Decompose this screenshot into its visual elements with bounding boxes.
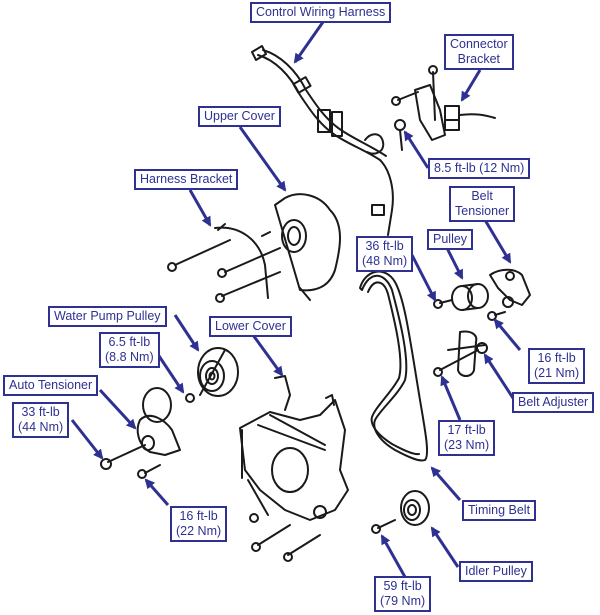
leader-torque-6-5 [153, 349, 185, 394]
label-idler-pulley: Idler Pulley [459, 561, 533, 582]
leader-torque-33 [70, 419, 104, 460]
label-auto-tensioner: Auto Tensioner [3, 375, 99, 396]
leader-torque-36 [410, 254, 437, 302]
leader-pulley [444, 245, 464, 280]
label-harness-bracket: Harness Bracket [134, 169, 239, 190]
label-control-wiring-harness: Control Wiring Harness [250, 2, 392, 23]
label-text: Belt Adjuster [518, 395, 589, 409]
label-torque-17: 17 ft-lb (23 Nm) [438, 420, 496, 456]
label-text-line2: (44 Nm) [18, 420, 64, 434]
timing-belt-part [359, 270, 429, 462]
label-text-line2: Tensioner [455, 204, 510, 218]
label-torque-36: 36 ft-lb (48 Nm) [356, 236, 414, 272]
label-text-line2: (23 Nm) [444, 438, 490, 452]
label-text-line2: Bracket [457, 52, 501, 66]
leader-torque-16-21 [493, 318, 522, 351]
label-pulley: Pulley [427, 229, 474, 250]
leader-belt-adjuster [483, 353, 515, 399]
label-text-line2: (22 Nm) [176, 524, 222, 538]
label-torque-59: 59 ft-lb (79 Nm) [374, 576, 432, 612]
leader-torque-8-5 [403, 130, 430, 169]
harness-bracket-part [167, 223, 281, 303]
belt-tensioner-part [487, 268, 531, 321]
label-text-line1: 59 ft-lb [383, 579, 422, 593]
idler-pulley-part [371, 490, 430, 534]
label-connector-bracket: Connector Bracket [444, 34, 514, 70]
pulley-part [433, 283, 489, 311]
leader-belt-tensioner [483, 219, 512, 264]
leader-torque-16-22 [144, 478, 170, 506]
label-text-line1: Connector [450, 37, 508, 51]
leader-timing-belt [430, 466, 462, 501]
label-text-line2: (21 Nm) [534, 366, 580, 380]
label-text: Lower Cover [215, 319, 286, 333]
label-belt-adjuster: Belt Adjuster [512, 392, 595, 413]
leader-lower-cover [251, 334, 284, 377]
control-wiring-harness-part [251, 45, 406, 236]
leader-torque-59 [380, 534, 407, 578]
label-text-line2: (48 Nm) [362, 254, 408, 268]
auto-tensioner-part [100, 387, 181, 479]
label-text-line1: 16 ft-lb [179, 509, 218, 523]
label-text: Auto Tensioner [9, 378, 93, 392]
leader-auto-tensioner [98, 388, 137, 430]
water-pump-pulley-part [185, 347, 239, 403]
leader-upper-cover [238, 126, 287, 192]
label-text-line1: 16 ft-lb [537, 351, 576, 365]
label-text: Control Wiring Harness [256, 5, 386, 19]
label-text: 8.5 ft-lb (12 Nm) [434, 161, 525, 175]
upper-cover-part [274, 193, 341, 301]
label-text: Timing Belt [468, 503, 531, 517]
label-text-line1: Belt [471, 189, 493, 203]
leader-harness-bracket [188, 189, 212, 227]
label-torque-16-22: 16 ft-lb (22 Nm) [170, 506, 228, 542]
label-text: Harness Bracket [140, 172, 233, 186]
label-text: Idler Pulley [465, 564, 527, 578]
label-upper-cover: Upper Cover [198, 106, 281, 127]
label-text: Pulley [433, 232, 468, 246]
label-text-line1: 36 ft-lb [365, 239, 404, 253]
label-belt-tensioner: Belt Tensioner [449, 186, 516, 222]
label-torque-6-5: 6.5 ft-lb (8.8 Nm) [99, 332, 160, 368]
label-text-line1: 33 ft-lb [21, 405, 60, 419]
leader-connector-bracket [460, 69, 482, 102]
leader-torque-17 [440, 375, 462, 421]
label-timing-belt: Timing Belt [462, 500, 537, 521]
label-water-pump-pulley: Water Pump Pulley [48, 306, 167, 327]
leader-control-wiring-harness [293, 21, 325, 64]
label-lower-cover: Lower Cover [209, 316, 292, 337]
label-text-line1: 17 ft-lb [447, 423, 486, 437]
lower-cover-part [239, 375, 349, 562]
label-text: Water Pump Pulley [54, 309, 161, 323]
label-text-line2: (79 Nm) [380, 594, 426, 608]
leader-idler-pulley [430, 526, 460, 568]
label-torque-33: 33 ft-lb (44 Nm) [12, 402, 70, 438]
label-text-line1: 6.5 ft-lb [108, 335, 151, 349]
leader-water-pump-pulley [173, 314, 200, 352]
belt-adjuster-part [433, 330, 488, 377]
label-torque-8-5: 8.5 ft-lb (12 Nm) [428, 158, 531, 179]
label-torque-16-21: 16 ft-lb (21 Nm) [528, 348, 586, 384]
label-text-line2: (8.8 Nm) [105, 350, 154, 364]
connector-bracket-part [391, 65, 496, 141]
label-text: Upper Cover [204, 109, 275, 123]
